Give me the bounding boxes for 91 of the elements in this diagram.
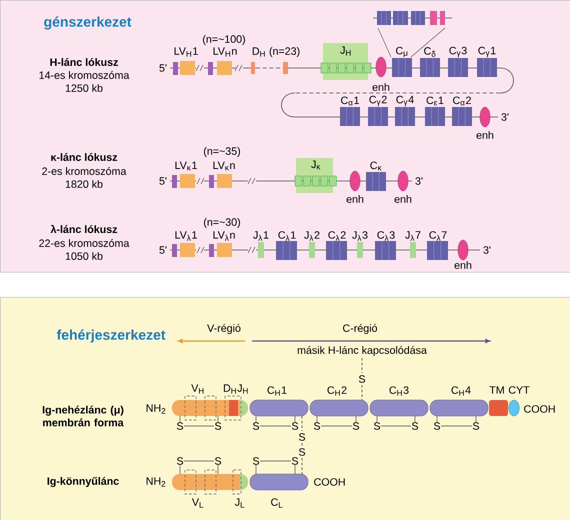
- segment-label: C$_{λ}$3: [377, 231, 395, 241]
- segment-label: C$_{γ}$2: [369, 96, 387, 106]
- domain-label: C$_{L}$: [271, 498, 282, 508]
- domain-label: C$_{H}$1: [268, 386, 287, 396]
- heading: génszerkezet: [44, 16, 132, 30]
- segment-label: J$_{λ}$3: [352, 231, 368, 241]
- segment-label: LV$_{λ}$n: [213, 231, 235, 241]
- strand-end-label: 3': [501, 113, 508, 121]
- domain-label: C$_{H}$3: [390, 386, 409, 396]
- segment-label: J$_{λ}$7: [405, 231, 420, 241]
- locus-name: λ-lánc lókusz: [50, 224, 118, 234]
- segment-label: C$_{δ}$: [424, 47, 436, 57]
- domain-label: J$_{L}$: [234, 498, 244, 508]
- segment-label: C$_{γ}$4: [396, 96, 414, 106]
- enhancer-label: enh: [454, 261, 472, 269]
- sulfur-label: S: [314, 422, 320, 430]
- region-label: C-régió: [343, 324, 378, 334]
- enhancer-label: enh: [372, 83, 390, 91]
- domain-label: D$_{H}$J$_{H}$: [224, 384, 248, 394]
- domain-label: V$_{L}$: [192, 498, 204, 508]
- locus-info: 1820 kb: [66, 180, 103, 188]
- segment-label: LV$_{κ}$n: [213, 162, 235, 170]
- domain-label: V$_{H}$: [191, 384, 204, 394]
- sulfur-label: S: [176, 457, 184, 465]
- locus-name: κ-lánc lókusz: [51, 153, 118, 161]
- domain-label: C$_{H}$4: [452, 386, 471, 396]
- strand-end-label: 5': [159, 177, 166, 185]
- strand-end-label: 3': [483, 246, 490, 254]
- enhancer-label: enh: [394, 195, 412, 203]
- strand-end-label: 3': [415, 177, 422, 185]
- locus-info: 14-es kromoszóma: [39, 71, 130, 79]
- terminus-label: COOH: [314, 478, 345, 486]
- segment-count: (n=~100): [203, 35, 245, 45]
- segment-count: (n=~30): [204, 218, 240, 228]
- domain-label: C$_{H}$2: [328, 386, 346, 396]
- segment-label: C$_{α}$2: [453, 96, 471, 106]
- segment-label: J$_{λ}$2: [304, 231, 320, 241]
- sulfur-label: S: [292, 457, 298, 465]
- strand-end-label: 5': [159, 246, 166, 254]
- segment-label: C$_{λ}$7: [429, 231, 447, 241]
- segment-label: C$_{λ}$1: [278, 231, 296, 241]
- segment-label: J$_{κ}$: [311, 160, 320, 170]
- note-text: másik H-lánc kapcsolódása: [298, 346, 427, 356]
- terminus-label: NH$_{2}$: [146, 404, 166, 414]
- sulfur-label: S: [434, 422, 440, 430]
- panel: [0, 297, 570, 520]
- chain-name: Ig-nehézlánc (μ) membrán forma: [42, 406, 124, 426]
- sulfur-label: S: [176, 422, 184, 430]
- enhancer-label: enh: [476, 131, 494, 139]
- locus-info: 1250 kb: [66, 84, 103, 92]
- segment-label: C$_{λ}$2: [328, 231, 346, 241]
- sulfur-label: S: [374, 422, 380, 430]
- terminus-label: NH$_{2}$: [146, 477, 166, 487]
- segment-label: C$_{α}$1: [341, 96, 359, 106]
- locus-info: 2-es kromoszóma: [42, 167, 126, 175]
- sulfur-label: S: [298, 433, 306, 441]
- sulfur-label: S: [358, 375, 366, 383]
- segment-label: LV$_{H}$1: [174, 47, 198, 57]
- segment-label: LV$_{λ}$1: [175, 231, 197, 241]
- segment-label: C$_{γ}$1: [478, 46, 496, 58]
- sulfur-label: S: [472, 422, 480, 430]
- segment-count: (n=~35): [204, 147, 240, 157]
- domain-label: CYT: [508, 386, 530, 394]
- sulfur-label: S: [292, 422, 298, 430]
- locus-name: H-lánc lókusz: [50, 58, 118, 66]
- sulfur-label: S: [352, 422, 360, 430]
- panel: [0, 0, 570, 273]
- sulfur-label: S: [252, 457, 260, 465]
- region-label: V-régió: [207, 324, 240, 334]
- sulfur-label: S: [214, 457, 222, 465]
- segment-label: C$_{μ}$: [396, 46, 408, 58]
- segment-label: J$_{H}$: [340, 46, 351, 56]
- segment-label: D$_{H}$ (n=23): [252, 47, 300, 57]
- locus-info: 1050 kb: [66, 252, 103, 260]
- terminus-label: COOH: [524, 405, 555, 413]
- segment-label: LV$_{κ}$1: [175, 162, 197, 170]
- strand-end-label: 5': [159, 64, 166, 72]
- segment-label: C$_{γ}$3: [449, 46, 467, 58]
- chain-name: Ig-könnyűlánc: [48, 476, 119, 488]
- heading: fehérjeszerkezet: [56, 329, 166, 343]
- sulfur-label: S: [412, 422, 418, 430]
- sulfur-label: S: [252, 422, 260, 430]
- locus-info: 22-es kromoszóma: [39, 239, 130, 247]
- segment-label: C$_{κ}$: [370, 162, 382, 170]
- segment-label: LV$_{H}$n: [214, 47, 237, 57]
- sulfur-label: S: [298, 448, 306, 456]
- domain-label: TM: [490, 386, 504, 394]
- segment-label: J$_{λ}$1: [253, 231, 268, 241]
- segment-label: C$_{ε}$1: [426, 96, 444, 106]
- enhancer-label: enh: [346, 195, 364, 203]
- sulfur-label: S: [214, 422, 222, 430]
